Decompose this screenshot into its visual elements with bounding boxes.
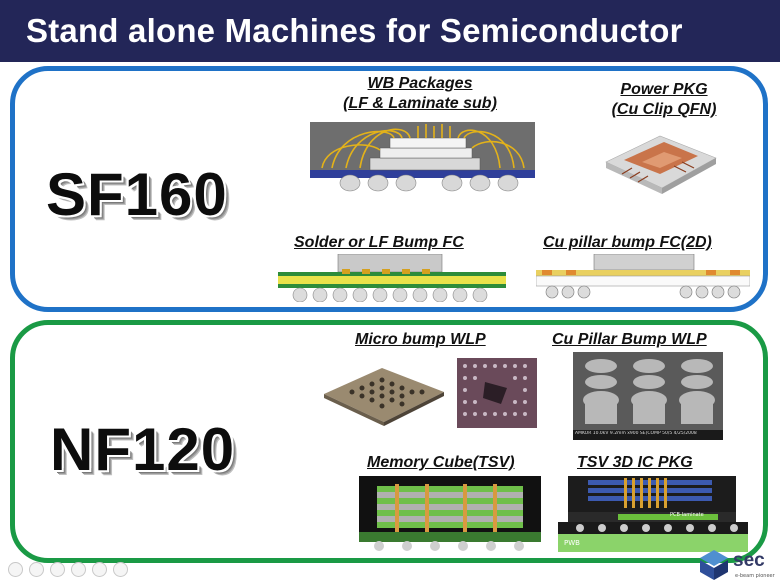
sf160-panel (10, 66, 768, 312)
tsv-pcb-text: PCB-laminate (670, 512, 704, 518)
cu-pillar-fc-caption: Cu pillar bump FC(2D) (543, 234, 712, 251)
solder-bump-fc-caption: Solder or LF Bump FC (294, 234, 464, 251)
more-options-icon[interactable] (113, 562, 128, 577)
nf120-panel (10, 320, 768, 563)
memory-cube-caption: Memory Cube(TSV) (367, 454, 515, 471)
power-pkg-image (602, 128, 720, 196)
sec-logo-icon (700, 550, 728, 580)
nf120-label: NF120 (50, 416, 236, 483)
next-slide-icon[interactable] (29, 562, 44, 577)
micro-bump-wlp-caption: Micro bump WLP (355, 331, 486, 348)
micro-bump-wafer-image (457, 358, 537, 428)
menu-icon[interactable] (71, 562, 86, 577)
cu-pillar-fc-image (536, 254, 750, 300)
cu-pillar-sem-image: AMKOR 10.0kV 9.2mm x900 SE(COMP 50/5 4/2… (573, 352, 723, 440)
wb-caption-line1: WB Packages (367, 75, 473, 92)
memory-cube-image (359, 476, 541, 552)
sec-logo-subtext: e-beam pioneer (735, 573, 775, 579)
power-caption-line2: (Cu Clip QFN) (611, 101, 717, 118)
title-bar: Stand alone Machines for Semiconductor (0, 0, 780, 62)
tsv-3d-ic-caption: TSV 3D IC PKG (577, 454, 693, 471)
tsv-pwb-text: PWB (564, 539, 580, 547)
wb-package-image (310, 120, 535, 192)
power-pkg-caption: Power PKG (Cu Clip QFN) (594, 80, 734, 120)
wb-packages-caption: WB Packages (LF & Laminate sub) (327, 74, 513, 114)
prev-slide-icon[interactable] (8, 562, 23, 577)
micro-bump-chip-image (322, 356, 446, 426)
slide-title: Stand alone Machines for Semiconductor (26, 12, 683, 49)
power-caption-line1: Power PKG (620, 81, 708, 98)
solder-bump-fc-image (278, 254, 506, 302)
tsv-3d-ic-image: PCB-laminate PWB (558, 476, 748, 552)
sec-logo: sec e-beam pioneer (697, 548, 777, 583)
sf160-label: SF160 (46, 161, 228, 228)
wb-caption-line2: (LF & Laminate sub) (343, 95, 497, 112)
cu-pillar-wlp-caption: Cu Pillar Bump WLP (552, 331, 707, 348)
sem-info-text: AMKOR 10.0kV 9.2mm x900 SE(COMP 50/5 4/2… (575, 431, 697, 436)
edit-icon[interactable] (50, 562, 65, 577)
sec-logo-text: sec (733, 550, 765, 571)
zoom-icon[interactable] (92, 562, 107, 577)
